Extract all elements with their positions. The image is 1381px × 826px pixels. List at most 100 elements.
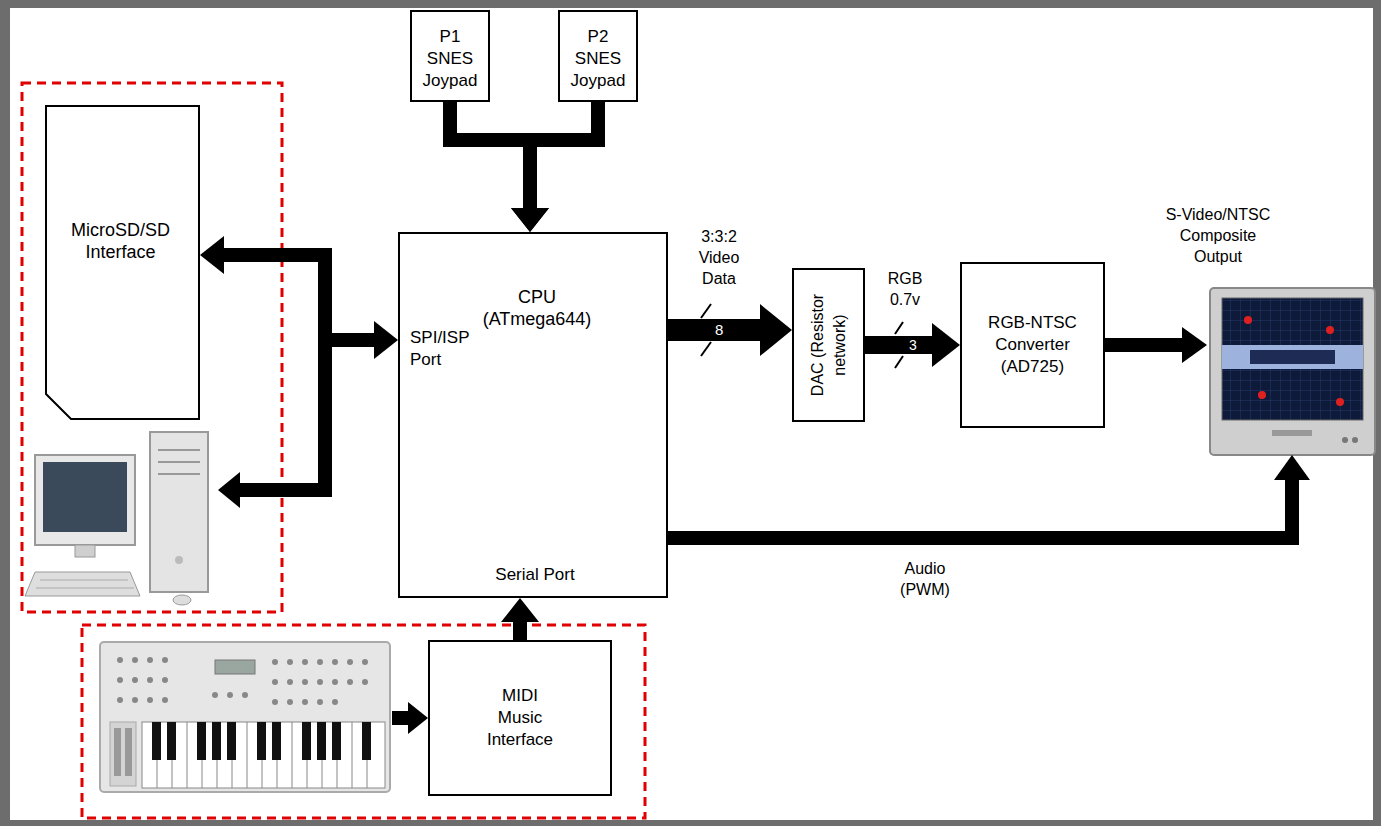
computer-picture: [150, 432, 208, 592]
port-label: SPI/ISP Port: [410, 327, 490, 371]
keyboard-picture: [117, 657, 123, 663]
output-label: S-Video/NTSC Composite Output: [1159, 204, 1277, 267]
keyboard-picture: [117, 657, 368, 705]
group-outline: [22, 83, 282, 612]
computer-picture: [75, 545, 95, 557]
keyboard-picture: [227, 692, 233, 698]
keyboard-picture: [332, 659, 338, 665]
keyboard-picture: [287, 699, 293, 705]
computer-picture: [25, 432, 208, 605]
edge-label: RGB 0.7v: [880, 268, 930, 310]
box-label: P1 SNES Joypad: [421, 26, 479, 92]
port-label: Serial Port: [465, 564, 605, 586]
arrow-shaft: [513, 621, 527, 640]
bus-arrow: [1274, 455, 1310, 480]
keyboard-picture: [162, 697, 168, 703]
cpu-box: CPU (ATmega644)SPI/ISP PortSerial Port: [398, 232, 668, 598]
monitor-picture: [1222, 298, 1363, 420]
arrow-head: [374, 321, 398, 359]
bus-arrow: [200, 236, 398, 359]
edge-label: 3:3:2 Video Data: [686, 226, 752, 289]
keyboard-picture: [347, 659, 353, 665]
bus-arrow: [1105, 338, 1183, 352]
keyboard-picture: [302, 679, 308, 685]
signal-label: Audio (PWM): [885, 558, 965, 600]
keyboard-picture: [317, 699, 323, 705]
keyboard-picture: [362, 659, 368, 665]
keyboard-picture: [317, 679, 323, 685]
sd-card-shape: MicroSD/SD Interface: [45, 105, 200, 420]
keyboard-picture: [215, 660, 255, 674]
bus-arrow: [501, 598, 539, 640]
monitor-picture: [1272, 430, 1312, 436]
keyboard-picture: [227, 722, 236, 760]
arrow-shaft: [668, 319, 761, 341]
bus-arrow: [392, 711, 409, 725]
keyboard-picture: [272, 659, 278, 665]
monitor-picture: [1244, 316, 1252, 324]
keyboard-picture: [142, 722, 385, 788]
monitor-picture: [1250, 350, 1335, 364]
keyboard-picture: [272, 722, 281, 760]
arrow-head: [200, 236, 224, 274]
keyboard-picture: [110, 722, 136, 786]
computer-picture: [35, 455, 135, 545]
bus-arrow: [218, 472, 240, 508]
keyboard-picture: [132, 657, 138, 663]
monitor-picture: [1258, 391, 1266, 399]
arrow-head: [511, 208, 549, 232]
monitor-picture: [1210, 288, 1375, 455]
arrow-shaft: [865, 336, 933, 354]
keyboard-picture: [100, 642, 390, 792]
computer-picture: [175, 556, 183, 564]
arrow-shaft: [450, 102, 530, 209]
arrow-shaft: [223, 255, 375, 340]
keyboard-picture: [157, 722, 367, 788]
bus-width-mark: [895, 322, 903, 334]
keyboard-picture: [125, 728, 132, 776]
midi-box: MIDI Music Interface: [428, 640, 612, 796]
bus-width: 3: [908, 336, 918, 354]
arrow-shaft: [530, 102, 598, 209]
keyboard-picture: [117, 697, 123, 703]
keyboard-picture: [317, 722, 326, 760]
dac-box: DAC (Resistor network): [792, 268, 865, 422]
keyboard-picture: [117, 677, 123, 683]
keyboard-picture: [162, 657, 168, 663]
keyboard-picture: [132, 697, 138, 703]
bus-arrow: [238, 248, 325, 490]
box-label: RGB-NTSC Converter (AD725): [973, 312, 1093, 378]
keyboard-picture: [257, 722, 266, 760]
card-outline: [45, 105, 200, 420]
computer-picture: [158, 450, 200, 474]
bus-width: 8: [714, 321, 724, 339]
card-outline: [46, 106, 199, 419]
bus-arrow: [668, 478, 1292, 538]
bus-arrow: [408, 702, 428, 734]
bus-width-mark: [895, 356, 903, 368]
converter-box: RGB-NTSC Converter (AD725): [960, 262, 1105, 428]
keyboard-picture: [167, 722, 176, 760]
keyboard-picture: [302, 659, 308, 665]
keyboard-picture: [147, 657, 153, 663]
monitor-picture: [1352, 437, 1358, 443]
joypad-box: P1 SNES Joypad: [410, 10, 490, 102]
box-label: MIDI Music Interface: [480, 685, 560, 751]
keyboard-picture: [332, 699, 338, 705]
arrow-head: [501, 598, 539, 622]
computer-picture: [25, 572, 140, 596]
keyboard-picture: [212, 692, 218, 698]
keyboard-picture: [132, 677, 138, 683]
monitor-picture: [1342, 437, 1348, 443]
monitor-picture: [1336, 398, 1344, 406]
keyboard-picture: [197, 722, 206, 760]
arrow-head: [760, 304, 792, 356]
monitor-picture: [1222, 345, 1363, 369]
keyboard-picture: [332, 722, 341, 760]
keyboard-picture: [152, 722, 371, 760]
box-title: CPU (ATmega644): [472, 286, 602, 330]
keyboard-picture: [362, 722, 371, 760]
computer-picture: [36, 580, 134, 588]
bus-arrow: [218, 248, 1310, 734]
